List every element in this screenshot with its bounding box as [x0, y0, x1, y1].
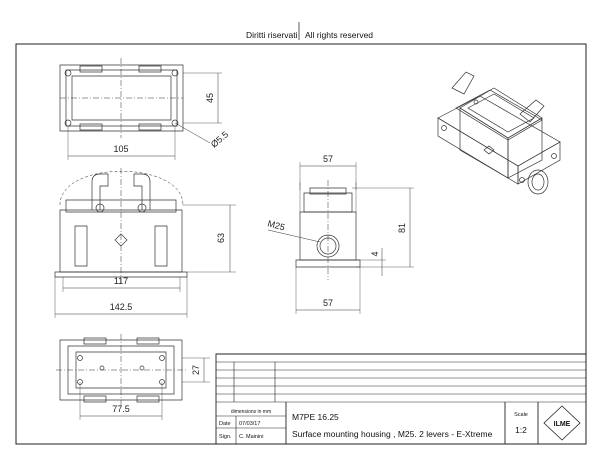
dim-top-width: 105: [113, 144, 128, 154]
header-rights-it: Diritti riservati: [246, 30, 298, 40]
title-scale-label: Scale: [514, 412, 528, 418]
title-date-label: Date: [219, 421, 231, 427]
ilme-logo: ILME: [544, 406, 580, 440]
dim-bottom-height: 27: [191, 365, 201, 375]
dim-side-thread: M25: [266, 218, 286, 232]
title-description: Surface mounting housing , M25. 2 levers…: [292, 429, 493, 439]
title-sign-value: C. Mainini: [239, 434, 263, 440]
title-units-label: dimensions in mm: [231, 409, 271, 415]
dim-front-inner: 117: [114, 276, 128, 286]
dim-top-height: 45: [205, 93, 215, 103]
drawing-frame: [16, 44, 586, 444]
dim-front-height: 63: [216, 233, 226, 243]
title-part-code: M7PE 16.25: [292, 412, 339, 422]
title-sign-label: Sign.: [219, 434, 232, 440]
top-view: [60, 58, 222, 160]
ilme-logo-text: ILME: [554, 421, 571, 428]
title-block-grid: [216, 354, 586, 444]
dim-side-bottom: 57: [323, 298, 333, 308]
side-view: [268, 162, 414, 314]
isometric-view: [438, 72, 560, 194]
dim-side-top: 57: [323, 154, 333, 164]
title-scale-value: 1:2: [515, 425, 527, 435]
dim-top-hole: Ø5.5: [209, 129, 230, 149]
dim-front-outer: 142.5: [110, 302, 133, 312]
dim-side-height: 81: [397, 223, 407, 233]
dim-bottom-width: 77.5: [112, 404, 130, 414]
front-view: [55, 168, 236, 318]
title-date-value: 07/03/17: [239, 421, 260, 427]
dim-side-small: 4: [370, 251, 380, 256]
bottom-view: [56, 334, 210, 420]
header-rights-en: All rights reserved: [305, 30, 374, 40]
